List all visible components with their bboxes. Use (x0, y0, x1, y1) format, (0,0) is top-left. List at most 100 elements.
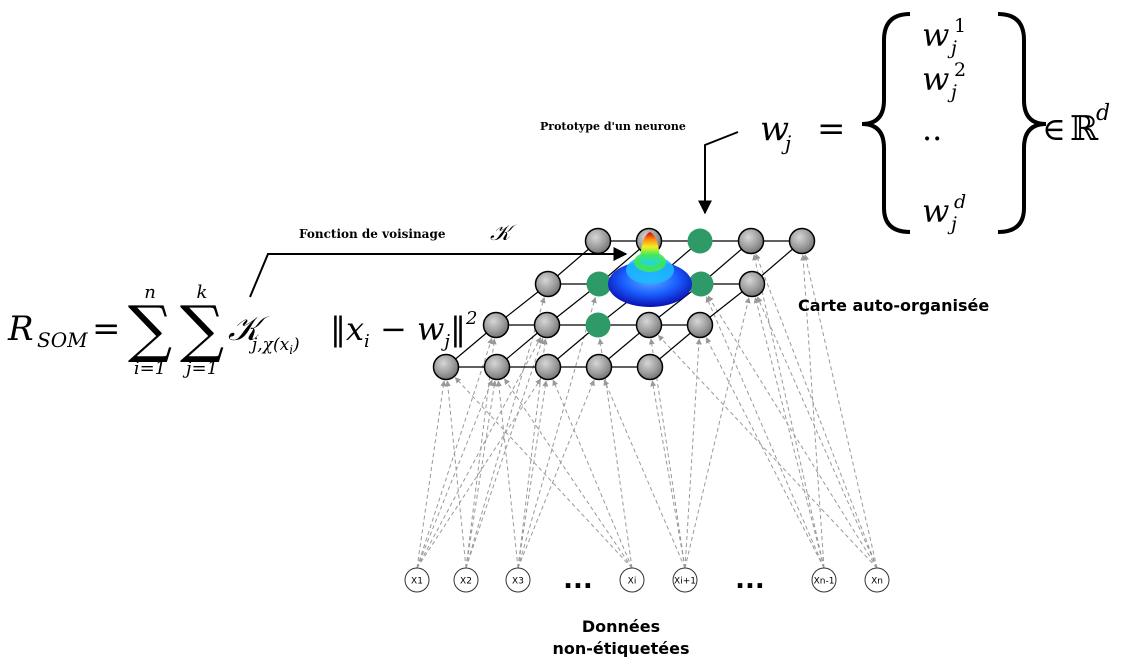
norm-expression: ‖xi − wj‖2 (330, 308, 477, 352)
input-link (800, 254, 825, 569)
map-neuron (482, 311, 510, 339)
map-grid-edges (445, 240, 803, 368)
sum2-lower: j=1 (182, 358, 218, 379)
neighborhood-annotation: Fonction de voisinage 𝒦 (249, 221, 628, 298)
input-link (517, 379, 595, 569)
neighbor-neuron (586, 271, 612, 297)
ellipsis-label: ... (563, 565, 593, 595)
input-node-label: Xn (871, 577, 883, 587)
input-node (864, 567, 890, 593)
input-link (504, 378, 633, 569)
vector-entry-sub: j (947, 37, 957, 59)
input-link (465, 380, 498, 569)
prototype-annotation: Prototype d'un neurone (540, 120, 739, 215)
map-label: Carte auto-organisée (798, 296, 989, 315)
vector-entry-sub: j (947, 213, 957, 235)
input-link (752, 254, 825, 569)
input-node (619, 567, 645, 593)
right-brace (997, 12, 1047, 234)
input-link (416, 379, 493, 569)
vector-entry-sup: 1 (954, 15, 966, 37)
vector-entry: w (922, 60, 949, 98)
input-link (803, 254, 878, 569)
input-link (603, 379, 686, 569)
element-of-symbol: ∈ (1042, 110, 1066, 148)
input-node-label: Xn-1 (814, 577, 835, 587)
w-lhs-sub: j (781, 131, 791, 155)
input-node (453, 567, 479, 593)
input-link (705, 337, 825, 569)
formula-equals: = (92, 309, 121, 349)
real-space-symbol: ℝ (1070, 109, 1099, 149)
input-node (505, 567, 531, 593)
input-node (672, 567, 698, 593)
input-node-label: Xi (628, 577, 637, 587)
map-neuron (534, 353, 562, 381)
vector-entry: .. (922, 110, 942, 148)
neighbor-neuron (585, 312, 611, 338)
sum1-upper: n (144, 282, 156, 303)
map-neuron (788, 227, 816, 255)
input-link (684, 338, 702, 569)
map-neuron (584, 227, 612, 255)
data-label-line1: Données (582, 617, 660, 636)
input-link (753, 297, 825, 569)
map-neuron (483, 353, 511, 381)
sum1-sigma: ∑ (128, 292, 172, 365)
input-link (552, 379, 633, 569)
prototype-label: Prototype d'un neurone (540, 120, 686, 133)
neighborhood-symbol: 𝒦 (490, 221, 517, 246)
input-link (517, 296, 597, 569)
formula-lhs-sub: SOM (37, 328, 88, 352)
sum2-sigma: ∑ (180, 292, 224, 365)
vector-entry-sub: j (947, 81, 957, 103)
map-neuron (635, 311, 663, 339)
input-link (707, 295, 878, 569)
map-neuron (738, 270, 766, 298)
neighborhood-label: Fonction de voisinage (299, 227, 446, 241)
input-link (444, 380, 467, 569)
vector-entry: w (922, 16, 949, 54)
som-objective-formula: R SOM = n ∑ i=1 k ∑ j=1 𝒦 j,χ(xi) ‖xi − … (7, 282, 477, 379)
sum1-lower: i=1 (134, 358, 166, 379)
w-equals: = (817, 109, 846, 149)
input-link (648, 338, 686, 569)
w-lhs: w (760, 109, 789, 149)
data-label-line2: non-étiquetées (553, 639, 690, 657)
formula-lhs: R (7, 309, 34, 349)
neighbor-neuron (688, 271, 714, 297)
map-neuron (737, 227, 765, 255)
input-link (657, 334, 878, 569)
vector-entry-sup: d (954, 191, 966, 213)
input-node (811, 567, 837, 593)
input-link (416, 336, 542, 569)
map-neuron (534, 270, 562, 298)
input-node-label: Xi+1 (674, 577, 696, 587)
input-link (650, 380, 686, 569)
input-link (416, 378, 542, 569)
input-link (454, 377, 633, 569)
left-brace (861, 12, 911, 234)
map-neuron (636, 353, 664, 381)
map-neuron (686, 311, 714, 339)
input-link (517, 380, 549, 569)
input-node (404, 567, 430, 593)
neighbor-neuron (687, 228, 713, 254)
input-link (684, 297, 751, 569)
input-node-label: X3 (512, 577, 524, 587)
vector-entry: w (922, 192, 949, 230)
input-node-label: X1 (411, 577, 423, 587)
real-space-dim: d (1096, 101, 1110, 126)
map-neuron (432, 353, 460, 381)
input-link (465, 296, 546, 569)
input-link (495, 380, 519, 569)
sum2-upper: k (197, 282, 208, 303)
neighborhood-function-surface (608, 232, 692, 307)
map-neuron (533, 311, 561, 339)
kernel-subscript: j,χ(xi) (248, 335, 300, 357)
